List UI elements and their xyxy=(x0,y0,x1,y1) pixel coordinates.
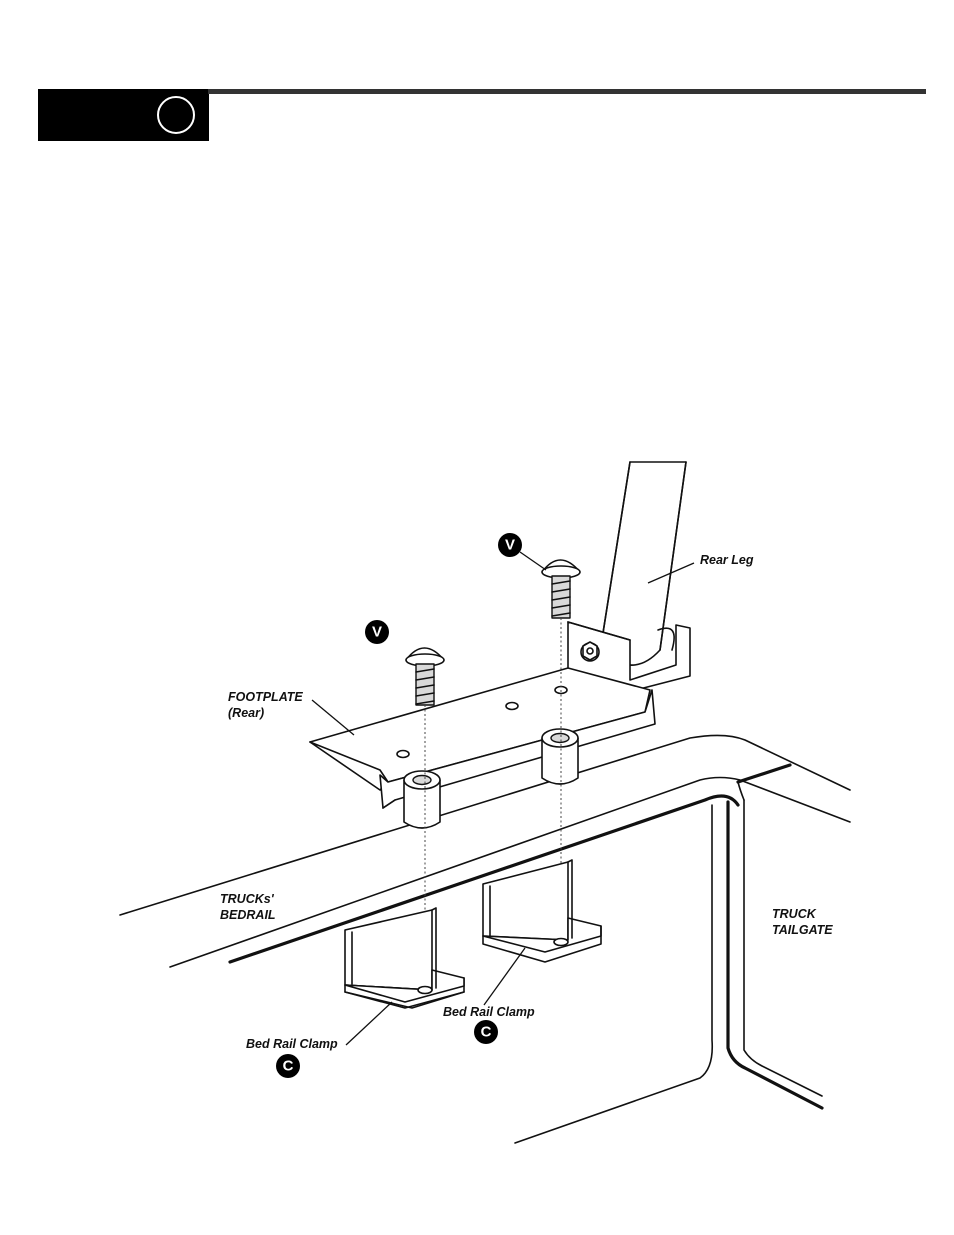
bolt-left xyxy=(406,648,444,705)
bed-rail-clamp-left xyxy=(345,908,464,1008)
truck-tailgate xyxy=(515,782,822,1143)
label-tailgate-2: TAILGATE xyxy=(772,923,833,937)
bolt-right xyxy=(542,560,580,618)
label-bedrail-1: TRUCKs' xyxy=(220,892,275,906)
badge-v-left: V xyxy=(365,620,389,644)
label-bedrail-2: BEDRAIL xyxy=(220,908,276,922)
label-bed-rail-clamp-left: Bed Rail Clamp xyxy=(246,1037,338,1051)
badge-c-right-text: C xyxy=(481,1024,492,1041)
badge-v-left-text: V xyxy=(372,624,382,641)
spacer-right xyxy=(542,729,578,784)
label-rear-leg: Rear Leg xyxy=(700,553,754,567)
badge-c-left: C xyxy=(276,1054,300,1078)
badge-v-right: V xyxy=(498,533,522,557)
spacer-left xyxy=(404,771,440,828)
label-footplate: FOOTPLATE xyxy=(228,690,303,704)
badge-c-right: C xyxy=(474,1020,498,1044)
bed-rail-clamp-right xyxy=(483,860,601,962)
label-bed-rail-clamp-right: Bed Rail Clamp xyxy=(443,1005,535,1019)
label-footplate-rear: (Rear) xyxy=(228,706,264,720)
badge-v-right-text: V xyxy=(505,537,515,554)
label-tailgate-1: TRUCK xyxy=(772,907,817,921)
badge-c-left-text: C xyxy=(283,1058,294,1075)
